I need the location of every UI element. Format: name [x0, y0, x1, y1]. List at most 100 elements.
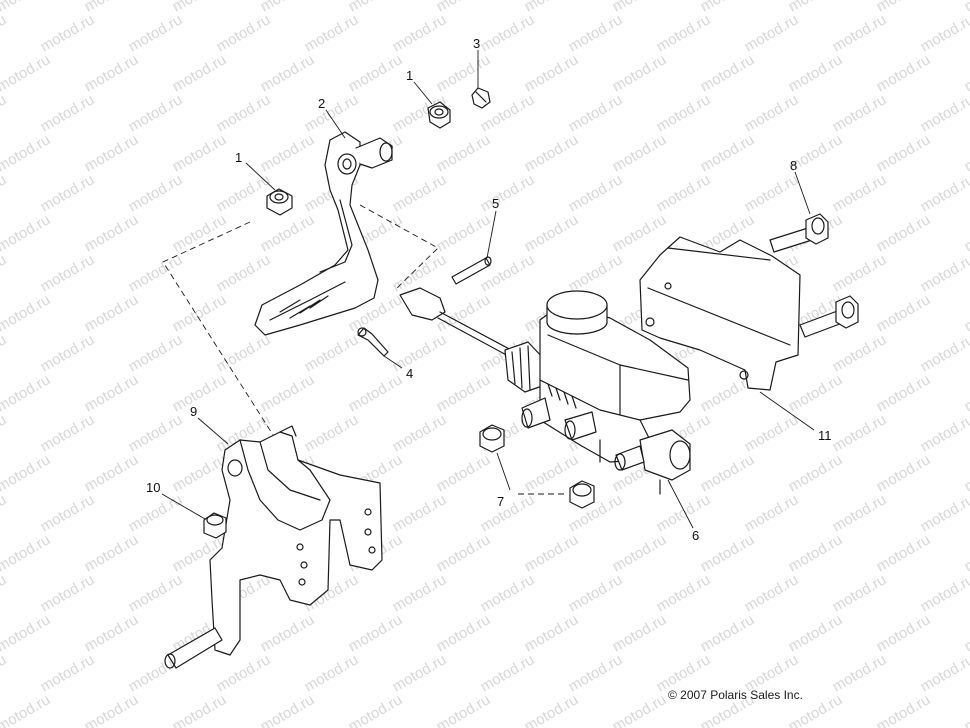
- callout-1-left: 1: [235, 150, 242, 165]
- watermark-text: motod.ru: [390, 331, 450, 375]
- watermark-text: motod.ru: [302, 411, 362, 455]
- watermark-text: motod.ru: [82, 291, 142, 335]
- nut-lower-left: [203, 512, 227, 539]
- watermark-text: motod.ru: [258, 691, 318, 728]
- watermark-text: motod.ru: [874, 291, 934, 335]
- watermark-text: motod.ru: [918, 571, 970, 615]
- callout-10: 10: [146, 480, 160, 495]
- watermark-text: motod.ru: [786, 611, 846, 655]
- watermark-text: motod.ru: [786, 451, 846, 495]
- watermark-text: motod.ru: [918, 331, 970, 375]
- watermark-text: motod.ru: [0, 251, 9, 295]
- watermark-text: motod.ru: [918, 411, 970, 455]
- watermark-text: motod.ru: [962, 691, 970, 728]
- watermark-text: motod.ru: [830, 91, 890, 135]
- watermark-text: motod.ru: [0, 691, 53, 728]
- watermark-text: motod.ru: [522, 211, 582, 255]
- watermark-text: motod.ru: [302, 91, 362, 135]
- watermark-text: motod.ru: [126, 91, 186, 135]
- watermark-text: motod.ru: [38, 171, 98, 215]
- watermark-text: motod.ru: [258, 371, 318, 415]
- watermark-text: motod.ru: [786, 531, 846, 575]
- watermark-text: motod.ru: [918, 171, 970, 215]
- watermark-text: motod.ru: [962, 531, 970, 575]
- watermark-text: motod.ru: [962, 611, 970, 655]
- watermark-text: motod.ru: [170, 451, 230, 495]
- watermark-text: motod.ru: [82, 691, 142, 728]
- watermark-text: motod.ru: [0, 451, 53, 495]
- pivot-pin: [451, 256, 492, 285]
- watermark-text: motod.ru: [0, 291, 53, 335]
- watermark-text: motod.ru: [874, 51, 934, 95]
- watermark-text: motod.ru: [962, 211, 970, 255]
- watermark-text: motod.ru: [0, 171, 9, 215]
- watermark-text: motod.ru: [38, 11, 98, 55]
- watermark-text: motod.ru: [742, 491, 802, 535]
- watermark-text: motod.ru: [346, 611, 406, 655]
- watermark-text: motod.ru: [126, 331, 186, 375]
- watermark-text: motod.ru: [0, 531, 53, 575]
- watermark-text: motod.ru: [38, 651, 98, 695]
- watermark-text: motod.ru: [786, 371, 846, 415]
- watermark-text: motod.ru: [126, 11, 186, 55]
- watermark-text: motod.ru: [214, 91, 274, 135]
- watermark-text: motod.ru: [478, 571, 538, 615]
- callout-4: 4: [406, 366, 413, 381]
- watermark-text: motod.ru: [522, 691, 582, 728]
- watermark-text: motod.ru: [0, 91, 9, 135]
- watermark-text: motod.ru: [38, 411, 98, 455]
- watermark-text: motod.ru: [434, 611, 494, 655]
- watermark-text: motod.ru: [214, 331, 274, 375]
- watermark-text: motod.ru: [82, 51, 142, 95]
- watermark-text: motod.ru: [610, 51, 670, 95]
- watermark-text: motod.ru: [214, 251, 274, 295]
- copyright-notice: © 2007 Polaris Sales Inc.: [668, 688, 803, 702]
- watermark-text: motod.ru: [566, 651, 626, 695]
- watermark-text: motod.ru: [258, 131, 318, 175]
- callout-labels: 1 2 1 3 5 4 8 11 6 7 9 10: [146, 36, 832, 543]
- watermark-text: motod.ru: [170, 131, 230, 175]
- watermark-text: motod.ru: [390, 411, 450, 455]
- nut-center-lower: [569, 480, 595, 509]
- watermark-text: motod.ru: [434, 451, 494, 495]
- callout-3: 3: [473, 36, 480, 51]
- watermark-text: motod.ru: [830, 11, 890, 55]
- watermark-text: motod.ru: [126, 411, 186, 455]
- watermark-text: motod.ru: [0, 411, 9, 455]
- watermark-text: motod.ru: [522, 0, 582, 15]
- bushing-upper: [427, 101, 451, 129]
- watermark-text: motod.ru: [390, 491, 450, 535]
- watermark-text: motod.ru: [874, 611, 934, 655]
- watermark-text: motod.ru: [126, 491, 186, 535]
- watermark-text: motod.ru: [170, 291, 230, 335]
- watermark-text: motod.ru: [0, 491, 9, 535]
- watermark-text: motod.ru: [38, 491, 98, 535]
- watermark-text: motod.ru: [258, 611, 318, 655]
- watermark-text: motod.ru: [698, 0, 758, 15]
- watermark-text: motod.ru: [0, 331, 9, 375]
- watermark-text: motod.ru: [918, 651, 970, 695]
- callout-11: 11: [818, 428, 832, 443]
- watermark-text: motod.ru: [522, 51, 582, 95]
- watermark-text: motod.ru: [698, 611, 758, 655]
- watermark-text: motod.ru: [0, 651, 9, 695]
- leader-lines: [161, 50, 815, 529]
- watermark-text: motod.ru: [346, 51, 406, 95]
- nut-center-upper: [479, 424, 505, 453]
- watermark-text: motod.ru: [786, 51, 846, 95]
- watermark-text: motod.ru: [434, 371, 494, 415]
- watermark-text: motod.ru: [390, 651, 450, 695]
- watermark-text: motod.ru: [170, 211, 230, 255]
- watermark-text: motod.ru: [874, 371, 934, 415]
- watermark-text: motod.ru: [214, 11, 274, 55]
- watermark-text: motod.ru: [654, 171, 714, 215]
- watermark-text: motod.ru: [962, 0, 970, 15]
- watermark-text: motod.ru: [742, 171, 802, 215]
- watermark-text: motod.ru: [918, 251, 970, 295]
- watermark-text: motod.ru: [830, 251, 890, 295]
- watermark-text: motod.ru: [82, 451, 142, 495]
- watermark-text: motod.ru: [170, 691, 230, 728]
- bolt-upper: [769, 213, 829, 253]
